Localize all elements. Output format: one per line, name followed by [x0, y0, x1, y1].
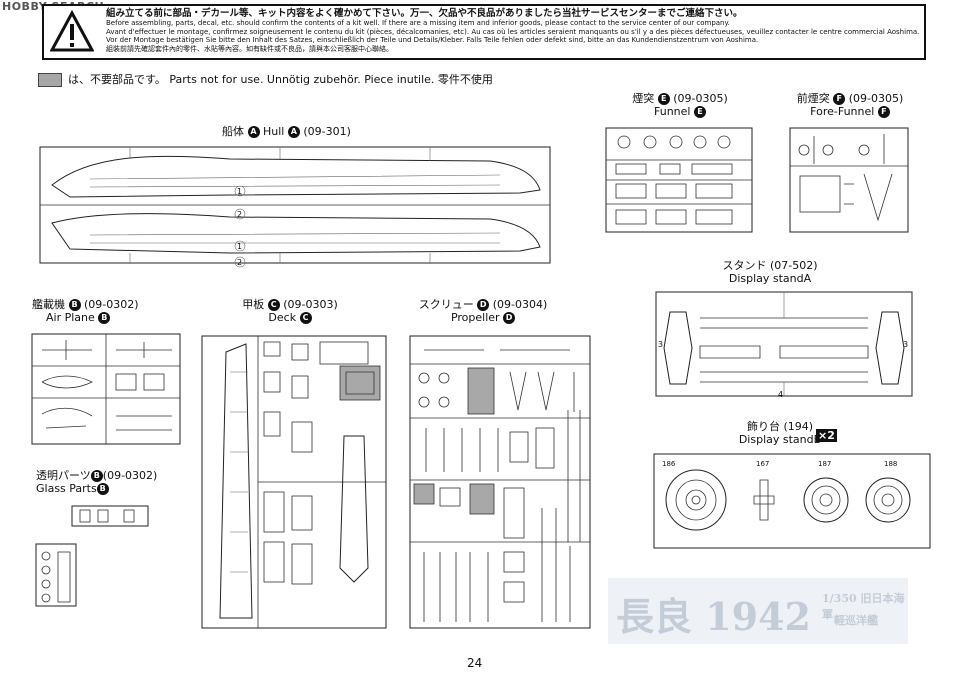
aircraft-jp: 艦載機 — [32, 298, 65, 311]
stand-b-en: Display standB — [738, 433, 822, 446]
glass-letter-badge: B — [90, 470, 103, 482]
deck-sprue-drawing — [201, 335, 387, 629]
hull-en: Hull — [263, 125, 285, 138]
fore-funnel-sprue-drawing — [789, 127, 909, 233]
funnel-sprue-drawing — [605, 127, 753, 233]
hull-sprue-label: 船体 A Hull A (09-301) — [222, 125, 351, 138]
watermark-sub1: 1/350 旧日本海軍 — [822, 592, 905, 621]
background-watermark: 長良 1942 1/350 旧日本海軍 軽巡洋艦 — [608, 578, 908, 644]
notice-jp: 組み立てる前に部品・デカール等、キット内容をよく確かめて下さい。万一、欠品や不良… — [106, 8, 743, 19]
propeller-jp: スクリュー — [418, 298, 474, 311]
deck-letter-badge: C — [267, 299, 280, 311]
fore-funnel-jp: 前煙突 — [796, 92, 830, 105]
hull-sprue-drawing — [39, 146, 551, 268]
gray-swatch — [38, 73, 62, 87]
aircraft-code: (09-0302) — [84, 298, 139, 311]
stand-b-drawing — [653, 453, 931, 549]
stand-b-part-187: 187 — [818, 460, 832, 468]
notice-cn: 組裝前請先確認套件內的零件、水貼等內容。如有缺件或不良品，請與本公司客服中心聯絡… — [106, 44, 393, 53]
glass-letter-badge-2: B — [96, 483, 109, 495]
stand-a-part-3b: 3 — [903, 340, 909, 349]
stand-a-part-4: 4 — [778, 390, 784, 399]
funnel-en: Funnel — [654, 105, 691, 118]
propeller-sprue-label: スクリュー D (09-0304) Propeller D — [418, 298, 548, 324]
hull-part-1: 1 — [237, 187, 243, 196]
funnel-letter-badge: E — [657, 93, 670, 105]
fore-funnel-code: (09-0305) — [848, 92, 904, 105]
stand-a-code: (07-502) — [769, 259, 818, 272]
deck-jp: 甲板 — [242, 298, 265, 311]
stand-a-part-3a: 3 — [658, 340, 664, 349]
aircraft-sprue-drawing — [31, 333, 181, 445]
propeller-code: (09-0304) — [492, 298, 548, 311]
aircraft-letter-badge: B — [68, 299, 81, 311]
stand-b-part-167: 167 — [756, 460, 770, 468]
watermark-sub2: 軽巡洋艦 — [834, 614, 878, 627]
aircraft-letter-badge-2: B — [98, 312, 111, 324]
deck-code: (09-0303) — [283, 298, 338, 311]
fore-funnel-sprue-label: 前煙突 F (09-0305) Fore-Funnel F — [790, 92, 910, 118]
hull-part-2: 2 — [237, 210, 243, 219]
notice-box: 組み立てる前に部品・デカール等、キット内容をよく確かめて下さい。万一、欠品や不良… — [42, 4, 926, 60]
stand-b-code: (194) — [783, 420, 814, 433]
hull-code: (09-301) — [303, 125, 351, 138]
fore-funnel-en: Fore-Funnel — [810, 105, 875, 118]
deck-en: Deck — [268, 311, 297, 324]
quantity-badge: ×2 — [816, 429, 837, 442]
glass-code: (09-0302) — [102, 469, 158, 482]
notice-fr: Avant d'effectuer le montage, confirmez … — [106, 27, 920, 36]
stand-a-drawing — [655, 291, 913, 397]
aircraft-sprue-label: 艦載機 B (09-0302) Air Plane B — [32, 298, 139, 324]
hull-jp: 船体 — [222, 125, 244, 138]
stand-b-part-188: 188 — [884, 460, 898, 468]
watermark-title: 長良 1942 — [616, 594, 811, 639]
aircraft-en: Air Plane — [46, 311, 95, 324]
deck-letter-badge-2: C — [299, 312, 312, 324]
hull-letter-badge-2: A — [287, 126, 300, 138]
glass-jp: 透明パーツ — [36, 469, 91, 482]
stand-a-sprue-label: スタンド (07-502) Display standA — [700, 259, 840, 285]
glass-en: Glass Parts — [36, 482, 97, 495]
page-number: 24 — [467, 656, 483, 670]
propeller-en: Propeller — [450, 311, 500, 324]
stand-a-en: Display standA — [728, 272, 812, 285]
unused-parts-text: は、不要部品です。 Parts not for use. Unnötig zub… — [68, 73, 493, 86]
propeller-letter-badge: D — [477, 299, 490, 311]
glass-sprue-drawing — [35, 505, 149, 607]
notice-en: Before assembling, parts, decal, etc. sh… — [106, 19, 730, 27]
hull-letter-badge: A — [247, 126, 260, 138]
unused-parts-note: は、不要部品です。 Parts not for use. Unnötig zub… — [38, 71, 493, 87]
fore-funnel-letter-badge-2: F — [877, 106, 890, 118]
stand-b-part-186: 186 — [662, 460, 676, 468]
propeller-sprue-drawing — [409, 335, 591, 629]
deck-sprue-label: 甲板 C (09-0303) Deck C — [230, 298, 350, 324]
funnel-jp: 煙突 — [632, 92, 655, 105]
hull-part-3: 1 — [237, 242, 243, 251]
stand-b-quantity: ×2 — [812, 424, 837, 443]
stand-b-jp: 飾り台 — [746, 420, 780, 433]
fore-funnel-letter-badge: F — [833, 93, 846, 105]
funnel-sprue-label: 煙突 E (09-0305) Funnel E — [620, 92, 740, 118]
stand-a-jp: スタンド — [722, 259, 767, 272]
notice-text: 組み立てる前に部品・デカール等、キット内容をよく確かめて下さい。万一、欠品や不良… — [106, 8, 919, 53]
hull-part-4: 2 — [237, 258, 243, 267]
warning-icon — [50, 10, 94, 52]
stand-b-sprue-label: 飾り台 (194) Display standB — [720, 420, 840, 446]
funnel-code: (09-0305) — [673, 92, 728, 105]
propeller-letter-badge-2: D — [503, 312, 516, 324]
notice-de: Vor der Montage bestätigen Sie bitte den… — [106, 36, 759, 44]
funnel-letter-badge-2: E — [693, 106, 706, 118]
